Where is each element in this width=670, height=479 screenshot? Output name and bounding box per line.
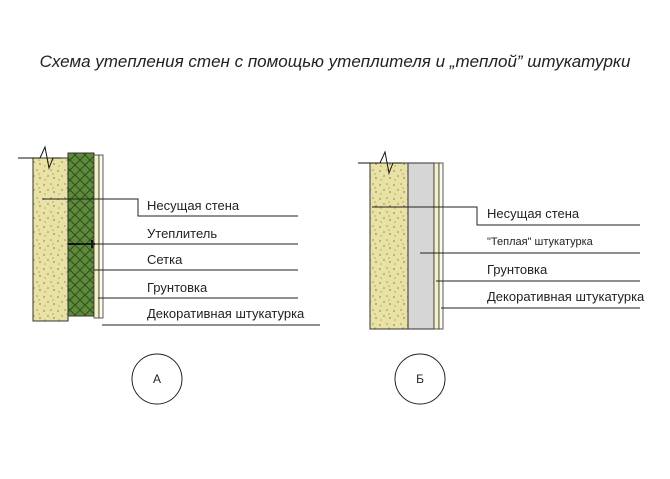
diagram-a: Несущая стена Утеплитель Сетка Грунтовка…	[18, 145, 320, 405]
a-label-insulation: Утеплитель	[147, 226, 217, 241]
a-decor-layer	[98, 154, 104, 319]
b-label-primer: Грунтовка	[487, 262, 548, 277]
b-warm-plaster-layer	[407, 162, 435, 330]
b-break-mark	[358, 150, 402, 175]
a-leaders	[42, 198, 320, 326]
diagram-title: Схема утепления стен с помощью утеплител…	[39, 52, 631, 71]
b-id-label: Б	[416, 372, 424, 386]
a-label-decor: Декоративная штукатурка	[147, 306, 305, 321]
a-id-circle	[131, 353, 183, 405]
b-wall-layer	[369, 162, 409, 330]
b-leaders	[372, 206, 640, 309]
diagram-b: Несущая стена "Теплая" штукатурка Грунто…	[358, 150, 645, 405]
a-label-mesh: Сетка	[147, 252, 183, 267]
a-label-primer: Грунтовка	[147, 280, 208, 295]
a-insulation-layer	[67, 152, 95, 317]
b-label-decor: Декоративная штукатурка	[487, 289, 645, 304]
a-label-wall: Несущая стена	[147, 198, 240, 213]
a-primer-layer	[93, 154, 100, 319]
b-decor-layer	[438, 162, 444, 330]
a-id-label: А	[153, 372, 161, 386]
b-label-warm-plaster: "Теплая" штукатурка	[487, 236, 594, 248]
a-break-mark	[18, 145, 62, 170]
b-primer-layer	[433, 162, 440, 330]
b-label-wall: Несущая стена	[487, 206, 580, 221]
a-wall-layer	[32, 157, 69, 322]
b-id-circle	[394, 353, 446, 405]
